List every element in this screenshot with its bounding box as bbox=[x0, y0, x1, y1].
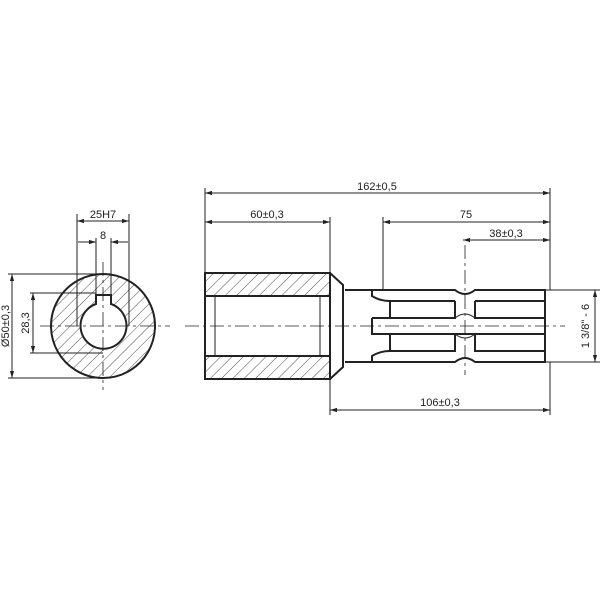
dim-groove-position: 38±0,3 bbox=[489, 228, 523, 240]
dim-total-length: 162±0,5 bbox=[357, 181, 397, 193]
dim-key-width: 8 bbox=[100, 230, 106, 242]
dim-outer-diameter: Ø50±0,3 bbox=[0, 305, 12, 347]
dim-shaft-length: 106±0,3 bbox=[420, 397, 460, 409]
dim-key-depth: 28,3 bbox=[20, 312, 32, 333]
dim-spline-spec: 1 3/8" - 6 bbox=[580, 304, 592, 348]
end-view: 25H7 8 Ø50±0,3 28,3 bbox=[0, 209, 170, 390]
side-view: 162±0,5 60±0,3 75 38±0,3 106±0,3 1 3/8" … bbox=[185, 181, 600, 415]
dim-sleeve-length: 60±0,3 bbox=[250, 209, 284, 221]
dim-keyway-bore: 25H7 bbox=[90, 209, 116, 221]
dim-spline-length: 75 bbox=[460, 209, 472, 221]
